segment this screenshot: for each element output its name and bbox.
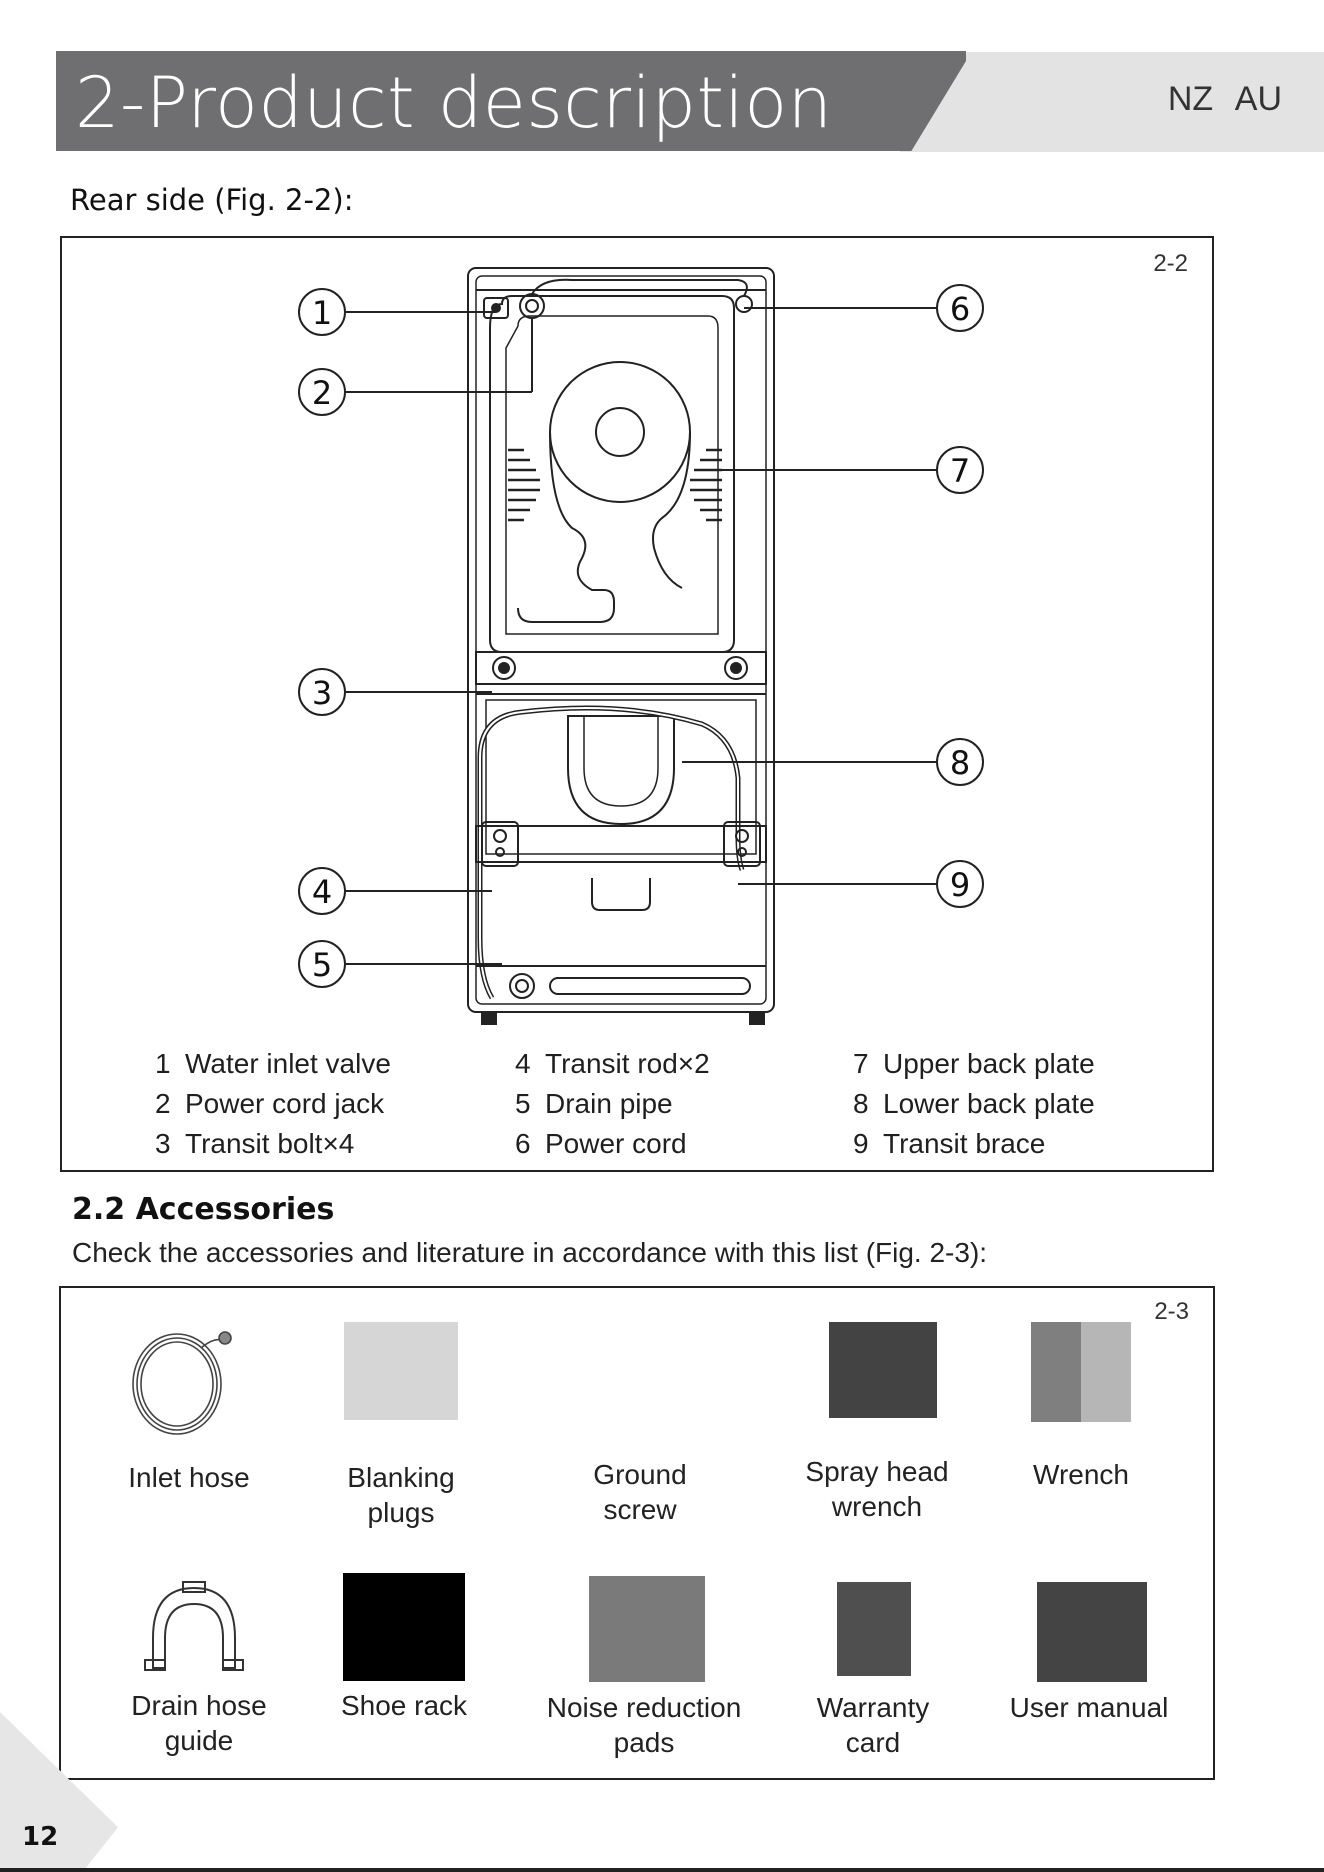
accessories-heading: 2.2 Accessories — [72, 1192, 335, 1227]
callout-5: 5 — [312, 946, 332, 984]
figure-id: 2-2 — [1153, 250, 1188, 277]
transit-bolt-left — [492, 656, 516, 680]
power-cord-jack — [519, 293, 545, 319]
foot-right — [749, 1011, 765, 1025]
washer-rear-diagram: 1 2 3 4 5 6 7 8 9 — [298, 267, 984, 1025]
callout-circle-2 — [298, 368, 346, 416]
callout-2: 2 — [312, 374, 332, 412]
callout-circle-6 — [936, 284, 984, 332]
header-bar — [56, 51, 966, 151]
lower-back-plate-outline — [485, 699, 757, 855]
region-label: NZ AU — [1167, 80, 1282, 118]
bottom-slot — [549, 977, 751, 995]
lower-handle — [591, 878, 651, 911]
foot-left — [481, 1011, 497, 1025]
transit-brace — [475, 825, 767, 863]
warranty-card-icon — [837, 1582, 911, 1676]
callout-4: 4 — [312, 873, 332, 911]
cabinet-outline — [467, 267, 775, 1013]
page-number: 12 — [22, 1822, 59, 1852]
callout-6: 6 — [950, 290, 970, 328]
bottom-rule — [0, 1868, 1324, 1872]
accessory-label-inlet-hose: Inlet hose — [128, 1462, 250, 1493]
top-cable — [531, 278, 748, 297]
callout-9: 9 — [950, 866, 970, 904]
drum-boss-outer — [549, 361, 691, 503]
vent-left — [508, 448, 540, 522]
vent-right — [690, 448, 722, 522]
drain-pipe-hose — [477, 705, 745, 1000]
callout-8: 8 — [950, 744, 970, 782]
callout-circle-7 — [936, 446, 984, 494]
drum-boss-hub — [595, 407, 645, 457]
header-tab-shape — [900, 52, 1324, 152]
callout-circle-4 — [298, 867, 346, 915]
drain-outlet — [509, 973, 535, 999]
noise-reduction-pads-icon — [589, 1576, 705, 1682]
callout-7: 7 — [950, 452, 970, 490]
accessory-label-wrench: Wrench — [1033, 1459, 1129, 1490]
spray-head-wrench-icon — [829, 1322, 937, 1418]
power-cord-jack-inner — [525, 299, 539, 313]
accessory-label-user-manual: User manual — [1009, 1692, 1169, 1723]
lower-back-plate-recess — [567, 715, 675, 826]
cabinet-inner — [475, 275, 767, 1005]
accessories-intro: Check the accessories and literature in … — [72, 1237, 988, 1268]
callout-circle-5 — [298, 940, 346, 988]
transit-bolt-right — [724, 656, 748, 680]
upper-back-plate-outline — [489, 295, 735, 653]
valve-center — [491, 303, 501, 313]
figure-id: 2-3 — [1154, 1298, 1189, 1325]
callout-circle-1 — [298, 288, 346, 336]
rear-side-figure: 2-2 — [60, 236, 1214, 1172]
blanking-plugs-swatch — [344, 1322, 458, 1420]
callout-3: 3 — [312, 674, 332, 712]
upper-back-plate-inner — [505, 315, 719, 635]
shoe-rack-icon — [343, 1573, 465, 1681]
inlet-hose-icon — [132, 1331, 232, 1435]
callout-1: 1 — [312, 294, 332, 332]
drain-hose-guide-icon — [144, 1581, 244, 1671]
plate-recess-left — [517, 431, 615, 623]
blanking-plugs-icon — [344, 1322, 458, 1420]
user-manual-icon — [1037, 1582, 1147, 1682]
water-inlet-valve — [483, 297, 509, 319]
accessory-label-shoe-rack: Shoe rack — [340, 1690, 468, 1721]
callout-circle-3 — [298, 668, 346, 716]
power-cord-plug — [735, 295, 753, 313]
callout-circle-9 — [936, 860, 984, 908]
plate-recess-right — [652, 431, 691, 589]
callout-circle-8 — [936, 738, 984, 786]
wrench-icon — [1031, 1322, 1131, 1422]
transit-rod-left — [481, 821, 519, 867]
leader-lines — [346, 307, 942, 965]
transit-bolt-band — [475, 651, 767, 685]
page-title: 2-Product description — [75, 62, 833, 144]
transit-rod-right — [723, 821, 761, 867]
rear-side-heading: Rear side (Fig. 2-2): — [70, 183, 354, 217]
